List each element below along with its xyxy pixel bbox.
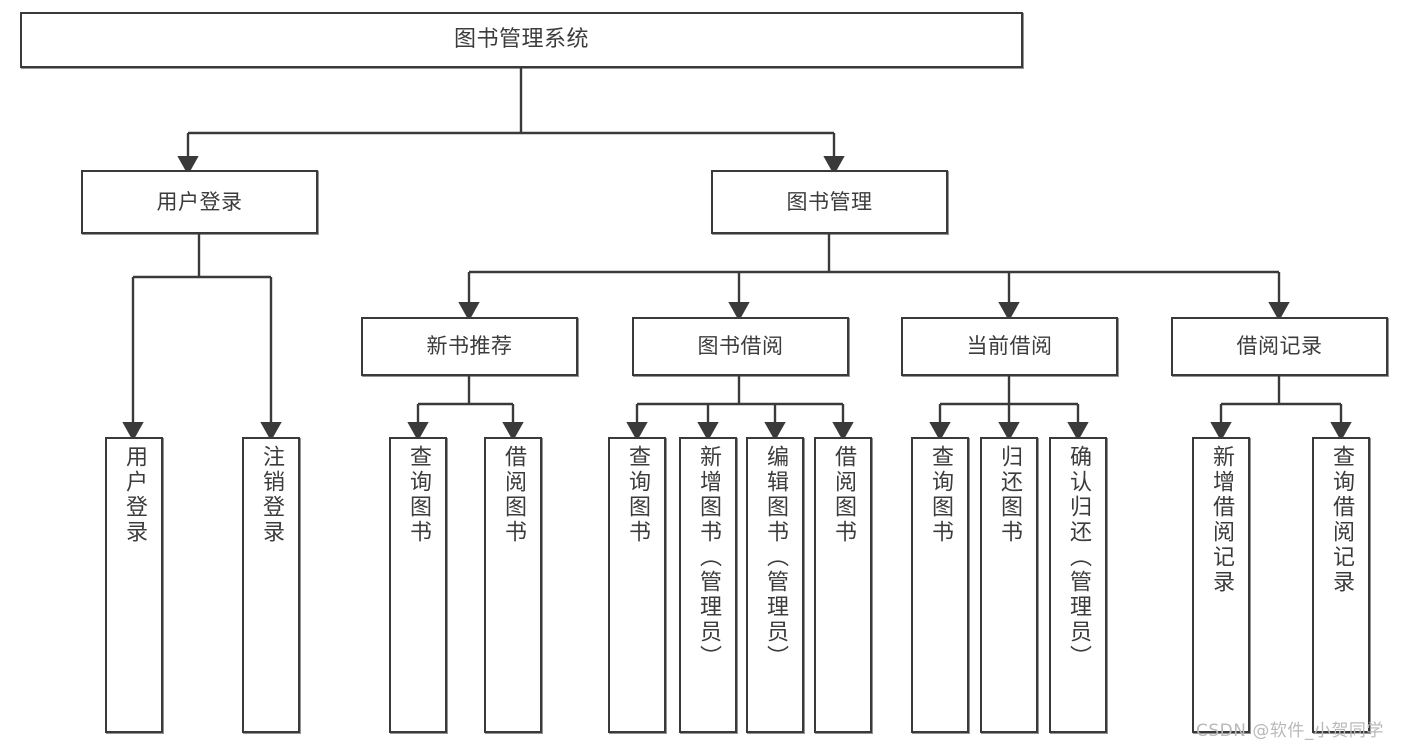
- leaf-add-book-admin[interactable]: 新增图书（管理员）: [679, 437, 737, 733]
- node-label: 查询图书: [928, 445, 953, 545]
- node-label: 新增图书（管理员）: [696, 445, 721, 670]
- node-label: 注销登录: [259, 445, 284, 545]
- node-label: 借阅图书: [831, 445, 856, 545]
- node-current-borrow[interactable]: 当前借阅: [901, 317, 1118, 376]
- leaf-logout[interactable]: 注销登录: [242, 437, 300, 733]
- node-label: 新增借阅记录: [1209, 445, 1234, 595]
- node-book-borrow[interactable]: 图书借阅: [632, 317, 849, 376]
- leaf-edit-book-admin[interactable]: 编辑图书（管理员）: [746, 437, 804, 733]
- node-label: 用户登录: [156, 189, 243, 214]
- node-label: 用户登录: [122, 445, 147, 545]
- node-user-login[interactable]: 用户登录: [81, 170, 318, 234]
- node-book-management[interactable]: 图书管理: [711, 170, 948, 234]
- leaf-confirm-return-admin[interactable]: 确认归还（管理员）: [1049, 437, 1107, 733]
- node-label: 归还图书: [997, 445, 1022, 545]
- node-label: 当前借阅: [966, 334, 1053, 359]
- leaf-query-borrow-record[interactable]: 查询借阅记录: [1312, 437, 1370, 733]
- node-label: 查询图书: [406, 445, 431, 545]
- node-label: 借阅记录: [1236, 334, 1323, 359]
- node-label: 借阅图书: [501, 445, 526, 545]
- node-new-book-recommendation[interactable]: 新书推荐: [361, 317, 578, 376]
- node-label: 新书推荐: [426, 334, 513, 359]
- node-label: 查询图书: [625, 445, 650, 545]
- node-label: 编辑图书（管理员）: [763, 445, 788, 670]
- leaf-add-borrow-record[interactable]: 新增借阅记录: [1192, 437, 1250, 733]
- node-label: 确认归还（管理员）: [1066, 445, 1091, 670]
- leaf-query-books-recommendation[interactable]: 查询图书: [389, 437, 447, 733]
- leaf-borrow-books-recommendation[interactable]: 借阅图书: [484, 437, 542, 733]
- node-label: 查询借阅记录: [1329, 445, 1354, 595]
- leaf-query-books-borrow[interactable]: 查询图书: [608, 437, 666, 733]
- node-label: 图书管理系统: [453, 27, 589, 53]
- node-label: 图书管理: [786, 189, 873, 214]
- leaf-borrow-books-borrow[interactable]: 借阅图书: [814, 437, 872, 733]
- watermark: CSDN @软件_小贺同学: [1196, 721, 1384, 741]
- node-borrow-records[interactable]: 借阅记录: [1171, 317, 1388, 376]
- leaf-return-books[interactable]: 归还图书: [980, 437, 1038, 733]
- node-root-book-management-system[interactable]: 图书管理系统: [20, 12, 1023, 68]
- node-label: 图书借阅: [697, 334, 784, 359]
- leaf-user-login[interactable]: 用户登录: [105, 437, 163, 733]
- leaf-query-books-current[interactable]: 查询图书: [911, 437, 969, 733]
